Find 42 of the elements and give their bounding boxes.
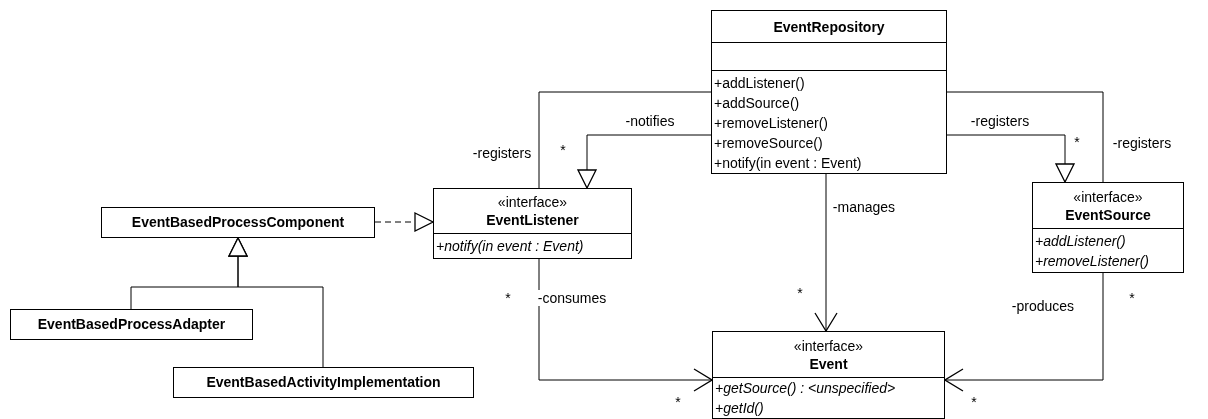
generalization-arrow bbox=[577, 134, 712, 189]
method-label: +addListener() bbox=[714, 73, 806, 93]
method-label: +notify(in event : Event) bbox=[436, 237, 585, 256]
class-name: EventRepository bbox=[773, 17, 885, 36]
role-label: -notifies bbox=[625, 113, 675, 129]
class-box bbox=[711, 10, 947, 174]
class-name: Event bbox=[809, 354, 848, 373]
method-label: +getId() bbox=[715, 399, 765, 418]
association-arrow bbox=[814, 173, 838, 332]
association-line bbox=[538, 91, 712, 189]
class-box bbox=[712, 331, 945, 419]
class-name: EventBasedActivityImplementation bbox=[206, 373, 441, 391]
class-box bbox=[1032, 182, 1184, 273]
class-name: EventListener bbox=[486, 211, 579, 229]
method-label: +notify(in event : Event) bbox=[714, 153, 863, 173]
generalization-arrow bbox=[228, 237, 324, 368]
association-line bbox=[946, 91, 1104, 183]
method-label: +removeListener() bbox=[1035, 251, 1150, 271]
class-name: EventBasedProcessComponent bbox=[131, 213, 345, 231]
stereotype-label: «interface» bbox=[497, 193, 568, 211]
role-label: -produces bbox=[1011, 298, 1075, 314]
stereotype-label: «interface» bbox=[1073, 187, 1143, 206]
realization-arrow bbox=[374, 212, 434, 232]
method-label: +getSource() : <unspecified> bbox=[715, 379, 897, 398]
association-arrow bbox=[944, 272, 1104, 392]
method-label: +addSource() bbox=[714, 93, 801, 113]
role-label: -consumes bbox=[537, 290, 607, 306]
role-label: -registers bbox=[472, 145, 532, 161]
class-name: EventBasedProcessAdapter bbox=[37, 315, 226, 333]
class-box bbox=[433, 188, 632, 259]
generalization-arrow bbox=[946, 134, 1075, 183]
class-name: EventSource bbox=[1065, 205, 1151, 224]
method-label: +removeListener() bbox=[714, 113, 829, 133]
stereotype-label: «interface» bbox=[793, 336, 864, 355]
method-label: +addListener() bbox=[1035, 231, 1127, 251]
role-label: -registers bbox=[970, 113, 1030, 129]
class-box bbox=[173, 367, 474, 398]
role-label: -registers bbox=[1112, 135, 1172, 151]
association-arrow bbox=[538, 258, 713, 392]
method-label: +removeSource() bbox=[714, 133, 824, 153]
class-box bbox=[101, 207, 375, 238]
class-box bbox=[10, 309, 253, 340]
